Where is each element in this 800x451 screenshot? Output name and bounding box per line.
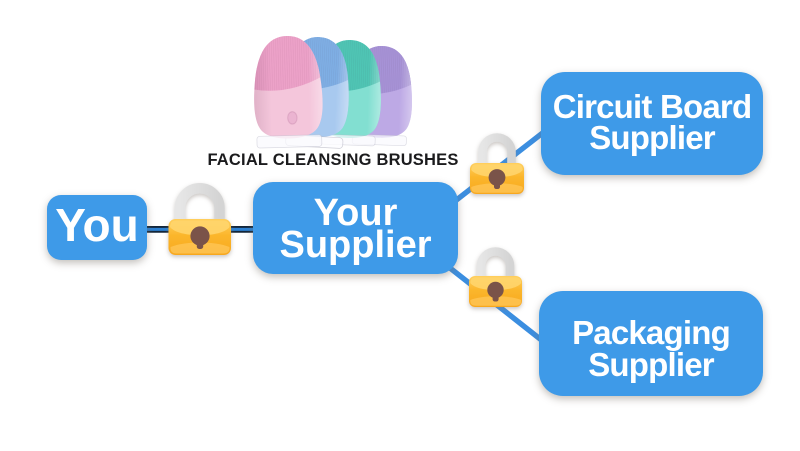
node-you: You	[47, 195, 147, 260]
node-packaging-label-line2: Supplier	[588, 345, 714, 383]
keyhole	[488, 169, 506, 189]
node-you-label: You	[55, 199, 139, 251]
node-circuit-label-line1: Circuit Board	[552, 87, 752, 125]
product-caption: FACIAL CLEANSING BRUSHES	[207, 151, 459, 169]
keyhole	[487, 281, 504, 302]
node-packaging-label-line1: Packaging	[572, 314, 731, 351]
node-circuit-board-supplier: Circuit Board Supplier	[541, 72, 763, 175]
padlock-icon-circuit-board	[470, 133, 524, 194]
product-photo-facial-brushes	[252, 35, 415, 149]
node-packaging-supplier: Packaging Supplier	[539, 291, 763, 396]
node-your-supplier-label-line2: Supplier	[279, 223, 432, 266]
node-circuit-label-line2: Supplier	[589, 119, 715, 156]
padlock-icon-you-supplier	[168, 183, 231, 255]
node-your-supplier-label-line1: Your	[313, 191, 398, 234]
padlock-icon-packaging	[469, 247, 522, 307]
brush-pink	[252, 35, 324, 149]
keyhole	[190, 226, 210, 249]
brush-power-button	[287, 111, 298, 125]
node-your-supplier: Your Supplier	[253, 182, 458, 274]
